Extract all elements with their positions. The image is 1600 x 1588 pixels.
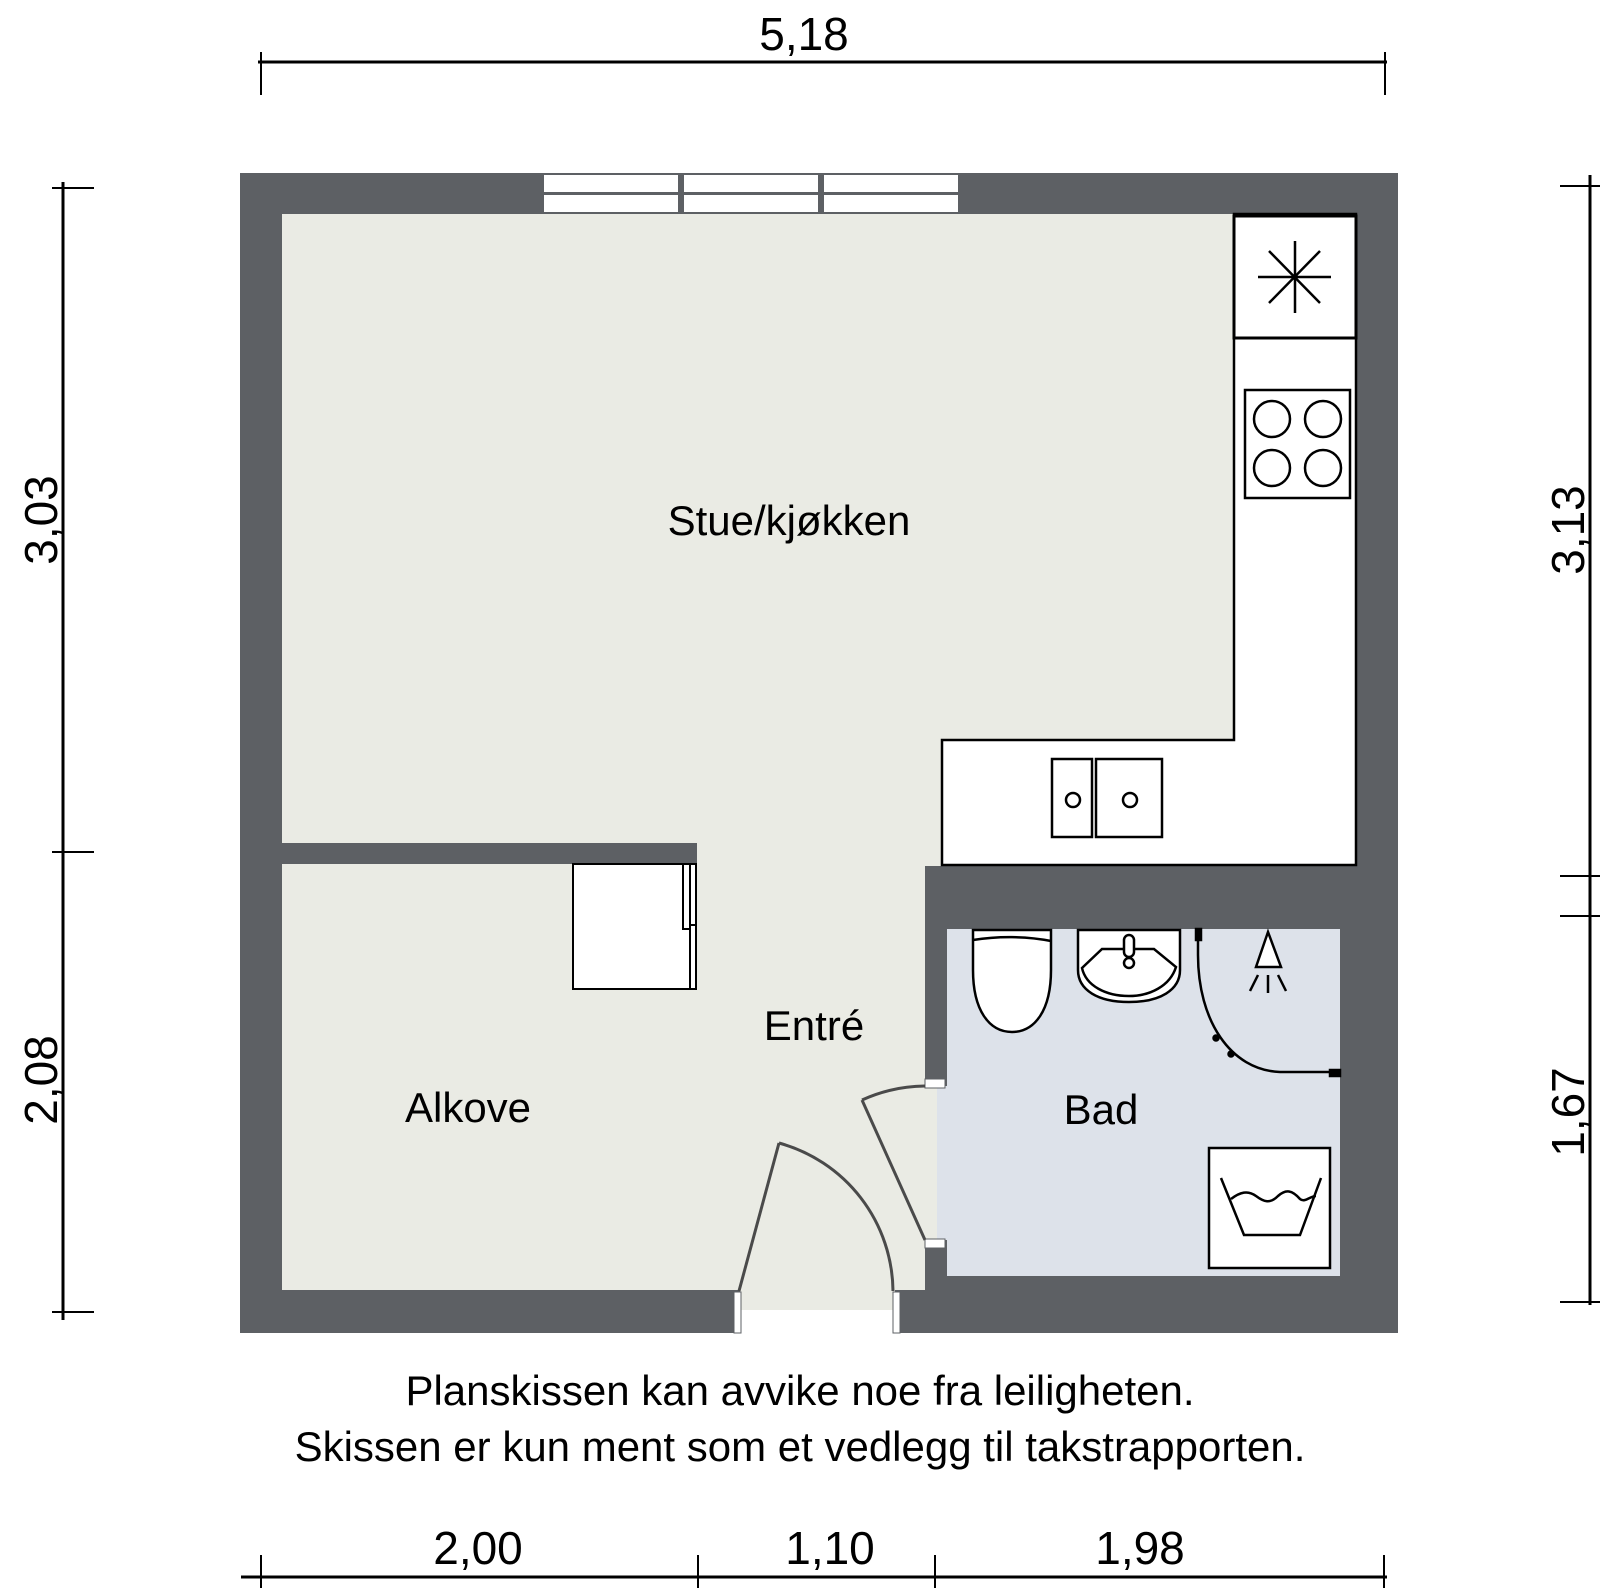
entrance-door-swing bbox=[737, 1141, 895, 1292]
dimension-right-upper-label: 3,13 bbox=[1542, 485, 1594, 575]
wardrobe-icon bbox=[572, 863, 697, 990]
room-label-living-kitchen: Stue/kjøkken bbox=[668, 497, 911, 544]
washbasin-icon bbox=[1076, 928, 1182, 1004]
fridge-icon bbox=[1232, 214, 1358, 340]
dimension-bottom-right-label: 1,98 bbox=[1095, 1522, 1185, 1574]
disclaimer-line-2: Skissen er kun ment som et vedlegg til t… bbox=[294, 1423, 1306, 1470]
room-label-bathroom: Bad bbox=[1064, 1086, 1139, 1133]
double-sink-icon bbox=[1050, 757, 1164, 839]
toilet-icon bbox=[971, 928, 1053, 1034]
dimension-bottom bbox=[241, 1555, 1387, 1588]
disclaimer-line-1: Planskissen kan avvike noe fra leilighet… bbox=[405, 1367, 1195, 1414]
bathroom-door-swing bbox=[860, 1084, 927, 1241]
dimension-right-lower-label: 1,67 bbox=[1542, 1067, 1594, 1157]
dimension-top-label: 5,18 bbox=[759, 8, 849, 60]
shower-icon bbox=[1194, 927, 1342, 1078]
dimension-top bbox=[258, 52, 1387, 95]
kitchen-counter bbox=[940, 212, 1358, 867]
room-label-entrance: Entré bbox=[764, 1002, 864, 1049]
dimension-bottom-middle-label: 1,10 bbox=[785, 1522, 875, 1574]
window-top bbox=[542, 173, 960, 214]
alcove-partition-wall bbox=[282, 843, 697, 864]
dimension-left-lower-label: 2,08 bbox=[15, 1035, 67, 1125]
dimension-left bbox=[52, 182, 94, 1320]
washing-machine-icon bbox=[1207, 1146, 1332, 1270]
dimension-left-upper-label: 3,03 bbox=[15, 475, 67, 565]
room-label-alcove: Alkove bbox=[405, 1084, 531, 1131]
dimension-right bbox=[1560, 175, 1600, 1305]
stove-icon bbox=[1243, 388, 1352, 500]
dimension-bottom-left-label: 2,00 bbox=[433, 1522, 523, 1574]
